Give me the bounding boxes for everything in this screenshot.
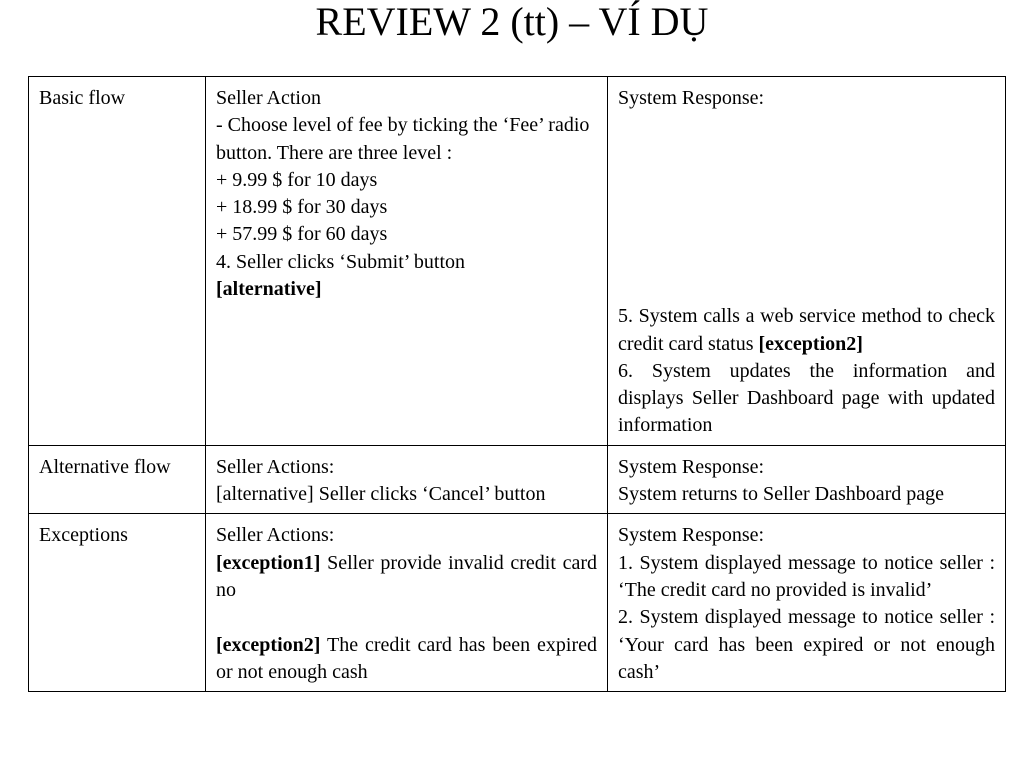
- fee-option-3: + 57.99 $ for 60 days: [216, 223, 388, 246]
- step-5: 5. System calls a web service method to …: [618, 303, 995, 358]
- alternative-flow-label-cell: Alternative flow: [28, 444, 206, 515]
- system-response-heading: System Response:: [618, 87, 765, 109]
- exception-1: [exception1] Seller provide invalid cred…: [216, 550, 597, 605]
- alternative-flow-row: Alternative flow Seller Actions: [altern…: [28, 444, 1006, 515]
- exception-response-2: 2. System displayed message to notice se…: [618, 606, 995, 683]
- alternative-system-heading: System Response:: [618, 455, 765, 478]
- basic-flow-label: Basic flow: [39, 87, 126, 109]
- exception-1-tag: [exception1]: [216, 551, 321, 574]
- basic-flow-seller-cell: Seller Action - Choose level of fee by t…: [205, 76, 608, 446]
- exception-2-text: The credit card has been expired or not …: [216, 633, 597, 683]
- response-spacer: [618, 112, 995, 303]
- alternative-seller-text: [alternative] Seller clicks ‘Cancel’ but…: [216, 483, 546, 506]
- exceptions-seller-heading: Seller Actions:: [216, 524, 335, 547]
- exceptions-gap: [216, 604, 597, 631]
- basic-flow-row: Basic flow Seller Action - Choose level …: [28, 76, 1006, 446]
- fee-instruction: - Choose level of fee by ticking the ‘Fe…: [216, 114, 590, 164]
- fee-option-2: + 18.99 $ for 30 days: [216, 196, 388, 219]
- step-6: 6. System updates the information and di…: [618, 359, 995, 437]
- exception-2-tag: [exception2]: [216, 633, 321, 656]
- exceptions-label-cell: Exceptions: [28, 513, 206, 693]
- exception-1-text: Seller provide invalid credit card no: [216, 551, 597, 601]
- alternative-flow-seller-cell: Seller Actions: [alternative] Seller cli…: [205, 444, 608, 515]
- alternative-system-text: System returns to Seller Dashboard page: [618, 483, 945, 506]
- exception-response-1: 1. System displayed message to notice se…: [618, 551, 995, 601]
- basic-flow-system-cell: System Response: 5. System calls a web s…: [607, 76, 1006, 446]
- exceptions-seller-cell: Seller Actions: [exception1] Seller prov…: [205, 513, 608, 693]
- step-5-exception-tag: [exception2]: [758, 332, 863, 355]
- exceptions-row: Exceptions Seller Actions: [exception1] …: [28, 513, 1006, 693]
- page-title: REVIEW 2 (tt) – VÍ DỤ: [315, 0, 709, 44]
- alternative-flow-system-cell: System Response: System returns to Selle…: [607, 444, 1006, 515]
- exceptions-system-heading: System Response:: [618, 524, 765, 547]
- exception-2: [exception2] The credit card has been ex…: [216, 632, 597, 687]
- fee-option-1: + 9.99 $ for 10 days: [216, 168, 378, 191]
- use-case-table: Basic flow Seller Action - Choose level …: [28, 76, 1006, 693]
- seller-action-heading: Seller Action: [216, 87, 321, 109]
- step-4: 4. Seller clicks ‘Submit’ button: [216, 250, 466, 273]
- exceptions-label: Exceptions: [39, 524, 128, 547]
- exceptions-system-cell: System Response: 1. System displayed mes…: [607, 513, 1006, 693]
- alternative-flow-label: Alternative flow: [39, 455, 171, 478]
- step-5-text: 5. System calls a web service method to …: [618, 305, 995, 355]
- alternative-seller-heading: Seller Actions:: [216, 455, 335, 478]
- basic-flow-label-cell: Basic flow: [28, 76, 206, 446]
- step-4-alternative-tag: [alternative]: [216, 278, 322, 301]
